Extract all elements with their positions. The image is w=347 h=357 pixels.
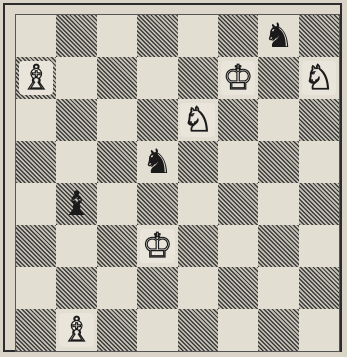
square-h7[interactable]: ♘ [299, 57, 339, 99]
square-g1[interactable] [258, 309, 298, 351]
square-g7[interactable] [258, 57, 298, 99]
square-g2[interactable] [258, 267, 298, 309]
square-d5[interactable]: ♞ [137, 141, 177, 183]
square-e4[interactable] [178, 183, 218, 225]
square-b4[interactable]: ♝ [56, 183, 96, 225]
square-h5[interactable] [299, 141, 339, 183]
white-knight-glyph: ♘ [180, 103, 214, 137]
square-g5[interactable] [258, 141, 298, 183]
square-e3[interactable] [178, 225, 218, 267]
square-b1[interactable]: ♗ [56, 309, 96, 351]
square-a5[interactable] [16, 141, 56, 183]
square-f7[interactable]: ♔ [218, 57, 258, 99]
square-b7[interactable] [56, 57, 96, 99]
square-h3[interactable] [299, 225, 339, 267]
square-d8[interactable] [137, 15, 177, 57]
black-bishop-glyph: ♝ [59, 187, 93, 221]
square-h8[interactable] [299, 15, 339, 57]
square-a8[interactable] [16, 15, 56, 57]
square-h6[interactable] [299, 99, 339, 141]
black-knight-icon[interactable]: ♞ [137, 141, 177, 183]
square-d4[interactable] [137, 183, 177, 225]
black-knight-glyph: ♞ [261, 19, 295, 53]
white-knight-icon[interactable]: ♘ [299, 57, 339, 99]
square-g3[interactable] [258, 225, 298, 267]
black-knight-icon[interactable]: ♞ [258, 15, 298, 57]
white-bishop-glyph: ♗ [19, 61, 53, 95]
square-a1[interactable] [16, 309, 56, 351]
square-c2[interactable] [97, 267, 137, 309]
black-knight-glyph: ♞ [140, 145, 174, 179]
square-f8[interactable] [218, 15, 258, 57]
square-b3[interactable] [56, 225, 96, 267]
square-f2[interactable] [218, 267, 258, 309]
square-e5[interactable] [178, 141, 218, 183]
square-f6[interactable] [218, 99, 258, 141]
square-b8[interactable] [56, 15, 96, 57]
white-knight-icon[interactable]: ♘ [178, 99, 218, 141]
square-e6[interactable]: ♘ [178, 99, 218, 141]
square-e1[interactable] [178, 309, 218, 351]
white-king-icon[interactable]: ♔ [137, 225, 177, 267]
square-d1[interactable] [137, 309, 177, 351]
square-c4[interactable] [97, 183, 137, 225]
white-king-icon[interactable]: ♔ [218, 57, 258, 99]
square-c1[interactable] [97, 309, 137, 351]
square-d6[interactable] [137, 99, 177, 141]
black-bishop-icon[interactable]: ♝ [56, 183, 96, 225]
square-c6[interactable] [97, 99, 137, 141]
square-a4[interactable] [16, 183, 56, 225]
white-bishop-glyph: ♗ [59, 313, 93, 347]
white-knight-glyph: ♘ [302, 61, 336, 95]
square-h4[interactable] [299, 183, 339, 225]
white-king-glyph: ♔ [221, 61, 255, 95]
square-f5[interactable] [218, 141, 258, 183]
square-f4[interactable] [218, 183, 258, 225]
square-e2[interactable] [178, 267, 218, 309]
square-f1[interactable] [218, 309, 258, 351]
square-c8[interactable] [97, 15, 137, 57]
square-g6[interactable] [258, 99, 298, 141]
square-e7[interactable] [178, 57, 218, 99]
square-f3[interactable] [218, 225, 258, 267]
square-c3[interactable] [97, 225, 137, 267]
square-d2[interactable] [137, 267, 177, 309]
square-h1[interactable] [299, 309, 339, 351]
square-a7[interactable]: ♗ [16, 57, 56, 99]
square-a2[interactable] [16, 267, 56, 309]
square-e8[interactable] [178, 15, 218, 57]
square-g4[interactable] [258, 183, 298, 225]
square-a3[interactable] [16, 225, 56, 267]
white-bishop-icon[interactable]: ♗ [56, 309, 96, 351]
square-d3[interactable]: ♔ [137, 225, 177, 267]
chess-board: ♞♗♔♘♘♞♝♔♗ [15, 14, 340, 352]
square-a6[interactable] [16, 99, 56, 141]
square-h2[interactable] [299, 267, 339, 309]
square-c7[interactable] [97, 57, 137, 99]
square-b5[interactable] [56, 141, 96, 183]
white-king-glyph: ♔ [140, 229, 174, 263]
board-frame: ♞♗♔♘♘♞♝♔♗ [3, 3, 342, 352]
square-b6[interactable] [56, 99, 96, 141]
white-bishop-icon[interactable]: ♗ [16, 57, 56, 99]
square-c5[interactable] [97, 141, 137, 183]
square-b2[interactable] [56, 267, 96, 309]
square-d7[interactable] [137, 57, 177, 99]
square-g8[interactable]: ♞ [258, 15, 298, 57]
